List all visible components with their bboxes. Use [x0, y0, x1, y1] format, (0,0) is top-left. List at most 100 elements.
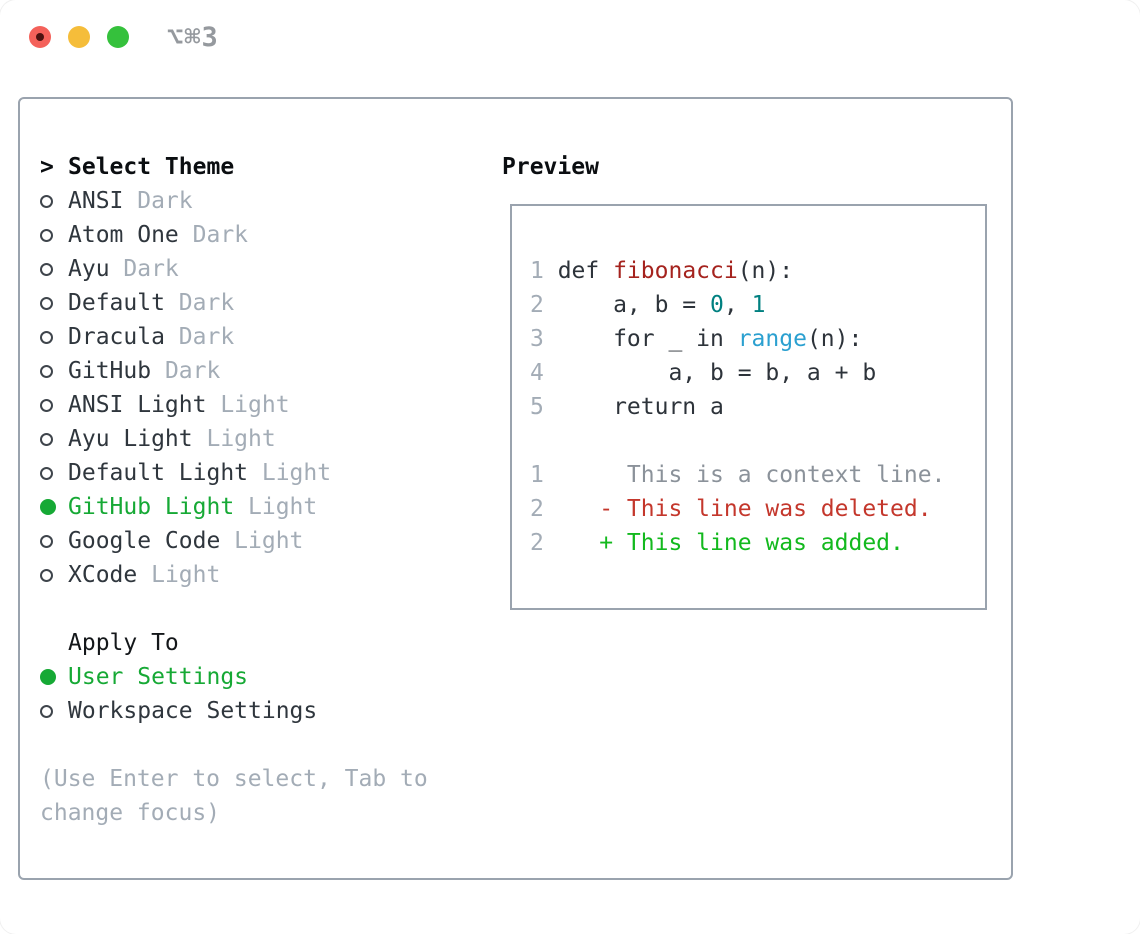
select-theme-title: Select Theme — [68, 154, 235, 180]
line-number: 4 — [530, 360, 544, 386]
radio-unselected-icon — [40, 194, 53, 208]
theme-variant-label: Dark — [164, 358, 221, 384]
radio-unselected-icon — [40, 364, 53, 378]
code-segment: - This line was deleted. — [557, 496, 932, 522]
theme-variant-label: Dark — [178, 324, 235, 350]
radio-icon — [40, 704, 68, 718]
code-segment: , — [723, 292, 752, 318]
theme-option-label: Ayu Light — [68, 426, 193, 452]
radio-icon — [40, 669, 68, 685]
theme-option-default[interactable]: Default Dark — [40, 286, 480, 320]
minimize-button[interactable] — [68, 26, 90, 48]
theme-option-google-code[interactable]: Google Code Light — [40, 524, 480, 558]
code-segment: + This line was added. — [557, 530, 904, 556]
theme-option-label: Default — [68, 290, 165, 316]
theme-option-label: Default Light — [68, 460, 249, 486]
code-line: 2 a, b = 0, 1 — [530, 288, 985, 322]
radio-icon — [40, 330, 68, 344]
radio-unselected-icon — [40, 296, 53, 310]
spacer — [40, 728, 480, 762]
zoom-button[interactable] — [107, 26, 129, 48]
code-segment: 1 — [751, 292, 766, 318]
theme-option-label: GitHub — [68, 358, 152, 384]
code-segment: (n): — [737, 258, 794, 284]
theme-variant-label: Light — [234, 528, 304, 554]
code-text: This is a context line. — [558, 462, 946, 488]
theme-option-ansi-light[interactable]: ANSI Light Light — [40, 388, 480, 422]
apply-option-label: Workspace Settings — [68, 698, 318, 724]
code-line: 2 + This line was added. — [530, 526, 985, 560]
apply-option-workspace-settings[interactable]: Workspace Settings — [40, 694, 480, 728]
radio-selected-icon — [40, 669, 56, 685]
radio-unselected-icon — [40, 704, 53, 718]
theme-variant-label: Dark — [192, 222, 249, 248]
radio-unselected-icon — [40, 262, 53, 276]
select-theme-header: > Select Theme — [40, 150, 480, 184]
theme-variant-label: Light — [151, 562, 221, 588]
code-segment: a, b = b, a + b — [557, 360, 877, 386]
code-text: a, b = b, a + b — [557, 360, 877, 386]
theme-option-label: Google Code — [68, 528, 221, 554]
radio-icon — [40, 296, 68, 310]
line-number: 2 — [530, 530, 544, 556]
keyboard-hint: (Use Enter to select, Tab to change focu… — [40, 766, 428, 826]
theme-variant-label: Light — [206, 426, 276, 452]
window-shortcut-label: ⌥⌘3 — [167, 22, 219, 53]
theme-option-default-light[interactable]: Default Light Light — [40, 456, 480, 490]
line-number: 2 — [530, 292, 544, 318]
radio-icon — [40, 194, 68, 208]
line-number: 5 — [530, 394, 544, 420]
preview-title: Preview — [502, 154, 599, 180]
code-line: 4 a, b = b, a + b — [530, 356, 985, 390]
theme-variant-label: Light — [220, 392, 290, 418]
theme-variant-label: Light — [248, 494, 318, 520]
radio-icon — [40, 432, 68, 446]
code-segment: def — [557, 258, 614, 284]
apply-option-label: User Settings — [68, 664, 249, 690]
code-line: 5 return a — [530, 390, 985, 424]
theme-option-ayu-light[interactable]: Ayu Light Light — [40, 422, 480, 456]
radio-icon — [40, 262, 68, 276]
theme-option-xcode[interactable]: XCode Light — [40, 558, 480, 592]
radio-icon — [40, 499, 68, 515]
apply-to-header: Apply To — [40, 626, 480, 660]
radio-icon — [40, 364, 68, 378]
radio-unselected-icon — [40, 534, 53, 548]
radio-unselected-icon — [40, 330, 53, 344]
radio-unselected-icon — [40, 228, 53, 242]
theme-option-ayu[interactable]: Ayu Dark — [40, 252, 480, 286]
apply-option-user-settings[interactable]: User Settings — [40, 660, 480, 694]
code-text: + This line was added. — [558, 530, 904, 556]
radio-unselected-icon — [40, 466, 53, 480]
code-segment: This is a context line. — [557, 462, 946, 488]
code-line: 3 for _ in range(n): — [530, 322, 985, 356]
close-button[interactable] — [29, 26, 51, 48]
code-segment: 0 — [710, 292, 724, 318]
code-segment: range — [737, 326, 807, 352]
line-number: 1 — [530, 258, 544, 284]
radio-icon — [40, 466, 68, 480]
code-segment: return a — [557, 394, 724, 420]
theme-variant-label: Light — [261, 460, 332, 486]
code-segment: a, b = — [557, 292, 711, 318]
code-blank-line — [530, 424, 985, 458]
theme-option-label: ANSI Light — [68, 392, 207, 418]
radio-selected-icon — [40, 499, 56, 515]
radio-unselected-icon — [40, 398, 53, 412]
line-number: 1 — [530, 462, 544, 488]
radio-icon — [40, 228, 68, 242]
theme-variant-label: Dark — [123, 256, 179, 282]
theme-option-label: Ayu — [68, 256, 110, 282]
theme-option-label: XCode — [68, 562, 138, 588]
theme-variant-label: Dark — [178, 290, 235, 316]
theme-option-github[interactable]: GitHub Dark — [40, 354, 480, 388]
